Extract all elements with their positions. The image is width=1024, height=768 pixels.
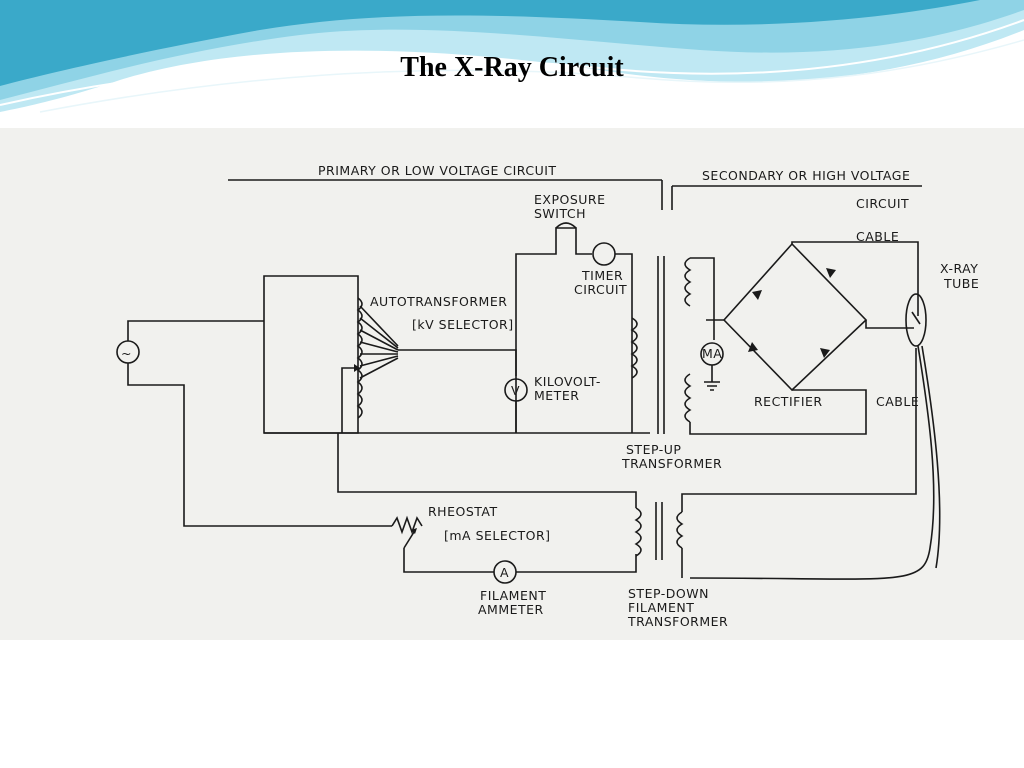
step-down-label-3: TRANSFORMER xyxy=(627,614,728,629)
exposure-switch-label-2: SWITCH xyxy=(534,206,586,221)
secondary-top-wire xyxy=(690,257,715,340)
rectifier-label: RECTIFIER xyxy=(754,394,823,409)
mains-bottom-wire xyxy=(127,363,392,527)
filament-ammeter-label: FILAMENT xyxy=(480,588,546,603)
step-up-transformer xyxy=(630,256,692,434)
step-down-label-2: FILAMENT xyxy=(628,600,694,615)
diagram-paper xyxy=(0,128,1024,640)
filament-ammeter-symbol: A xyxy=(493,560,517,584)
ground-symbol xyxy=(704,365,720,391)
xray-tube-label: X-RAY xyxy=(940,261,978,276)
step-down-label: STEP-DOWN xyxy=(628,586,709,601)
step-down-transformer xyxy=(634,348,917,578)
xray-tube-symbol xyxy=(689,293,941,580)
exposure-switch-label: EXPOSURE xyxy=(534,192,606,207)
kilovoltmeter-label-2: METER xyxy=(534,388,579,403)
autotransformer-label: AUTOTRANSFORMER xyxy=(370,294,507,309)
kv-selector-label: [kV SELECTOR] xyxy=(412,317,514,332)
secondary-bottom-wire xyxy=(689,422,760,435)
ma-selector-label: [mA SELECTOR] xyxy=(444,528,551,543)
secondary-circuit-label: SECONDARY OR HIGH VOLTAGE xyxy=(702,168,910,183)
primary-circuit-label: PRIMARY OR LOW VOLTAGE CIRCUIT xyxy=(318,163,557,178)
xray-circuit-diagram: PRIMARY OR LOW VOLTAGE CIRCUIT SECONDARY… xyxy=(0,128,1024,640)
secondary-circuit-label-2: CIRCUIT xyxy=(856,196,909,211)
timer-wire xyxy=(615,253,633,433)
filament-ammeter-label-2: AMMETER xyxy=(478,602,544,617)
slide-title: The X-Ray Circuit xyxy=(400,52,624,83)
svg-text:~: ~ xyxy=(121,346,132,361)
timer-circuit-label: TIMER xyxy=(581,268,623,283)
kilovoltmeter-label: KILOVOLT- xyxy=(534,374,601,389)
timer-circuit-label-2: CIRCUIT xyxy=(574,282,627,297)
svg-text:MA: MA xyxy=(702,346,722,361)
svg-text:V: V xyxy=(511,383,520,398)
autotransformer-coil xyxy=(341,297,399,433)
exposure-switch[interactable] xyxy=(555,222,577,229)
rheostat-symbol[interactable] xyxy=(391,515,423,549)
filament-bottom-wire xyxy=(403,548,637,573)
filament-top-wire xyxy=(337,433,637,508)
svg-text:A: A xyxy=(500,565,509,580)
rheostat-label: RHEOSTAT xyxy=(428,504,498,519)
xray-tube-label-2: TUBE xyxy=(943,276,979,291)
cable-bottom-label: CABLE xyxy=(876,394,919,409)
step-up-label: STEP-UP xyxy=(626,442,681,457)
cable-top-label: CABLE xyxy=(856,229,899,244)
rectifier-bridge xyxy=(706,241,919,435)
step-up-label-2: TRANSFORMER xyxy=(621,456,722,471)
